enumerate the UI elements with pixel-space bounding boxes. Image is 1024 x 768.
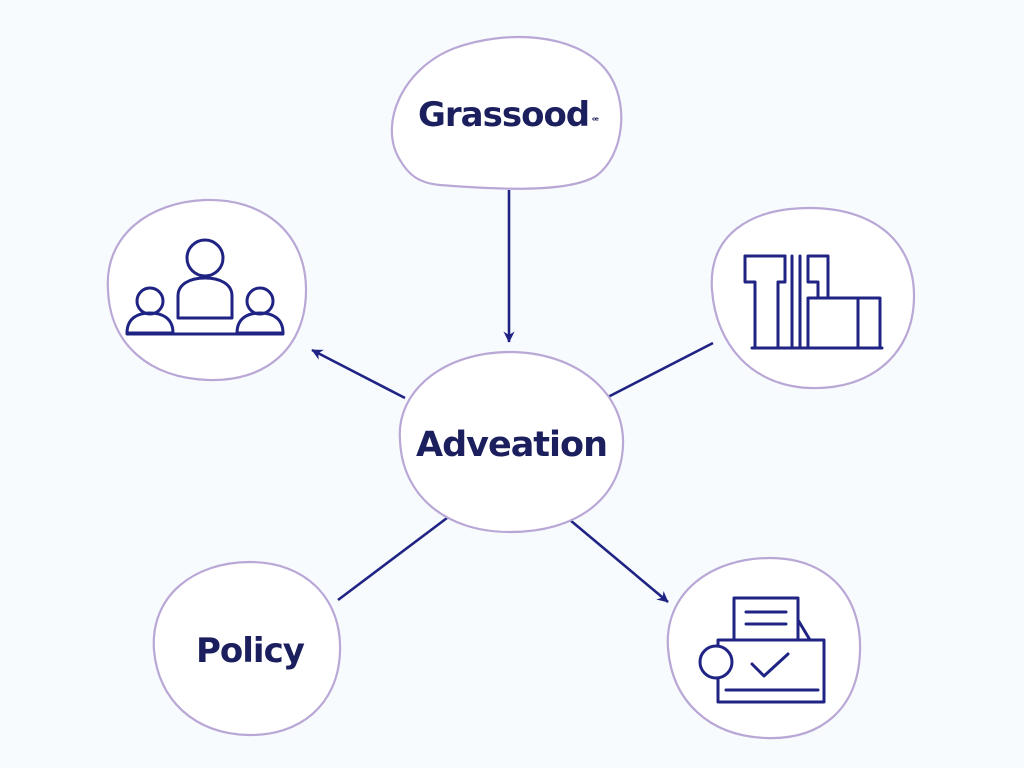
edge-center-to-left-bottom: [337, 516, 448, 602]
printer-check-icon: [698, 596, 826, 704]
node-right-bottom-shape: [666, 556, 862, 740]
edge-center-to-right-bottom: [569, 519, 669, 603]
node-left-top-shape: [106, 198, 308, 382]
node-right-bottom[interactable]: [666, 556, 862, 740]
node-top[interactable]: Grassood ꟹ: [390, 35, 623, 190]
node-left-bottom[interactable]: Policy: [152, 560, 342, 737]
node-top-label: Grassood: [418, 95, 589, 135]
edge-center-to-left-top: [311, 348, 406, 400]
node-center-label: Adveation: [416, 425, 607, 465]
people-group-icon: [125, 238, 285, 336]
node-center-shape: [398, 350, 625, 534]
node-top-tag: ꟹ: [592, 116, 599, 127]
printer-status-icon: [698, 644, 734, 680]
edge-center-to-right-top: [605, 341, 714, 400]
building-columns-icon: [743, 254, 884, 350]
node-right-top[interactable]: [710, 206, 916, 390]
edges: [311, 190, 714, 603]
node-left-top[interactable]: [106, 198, 308, 382]
node-center[interactable]: Adveation: [398, 350, 625, 534]
node-left-bottom-shape: [152, 560, 342, 737]
node-top-shape: [390, 35, 623, 190]
node-left-bottom-label: Policy: [196, 631, 305, 671]
